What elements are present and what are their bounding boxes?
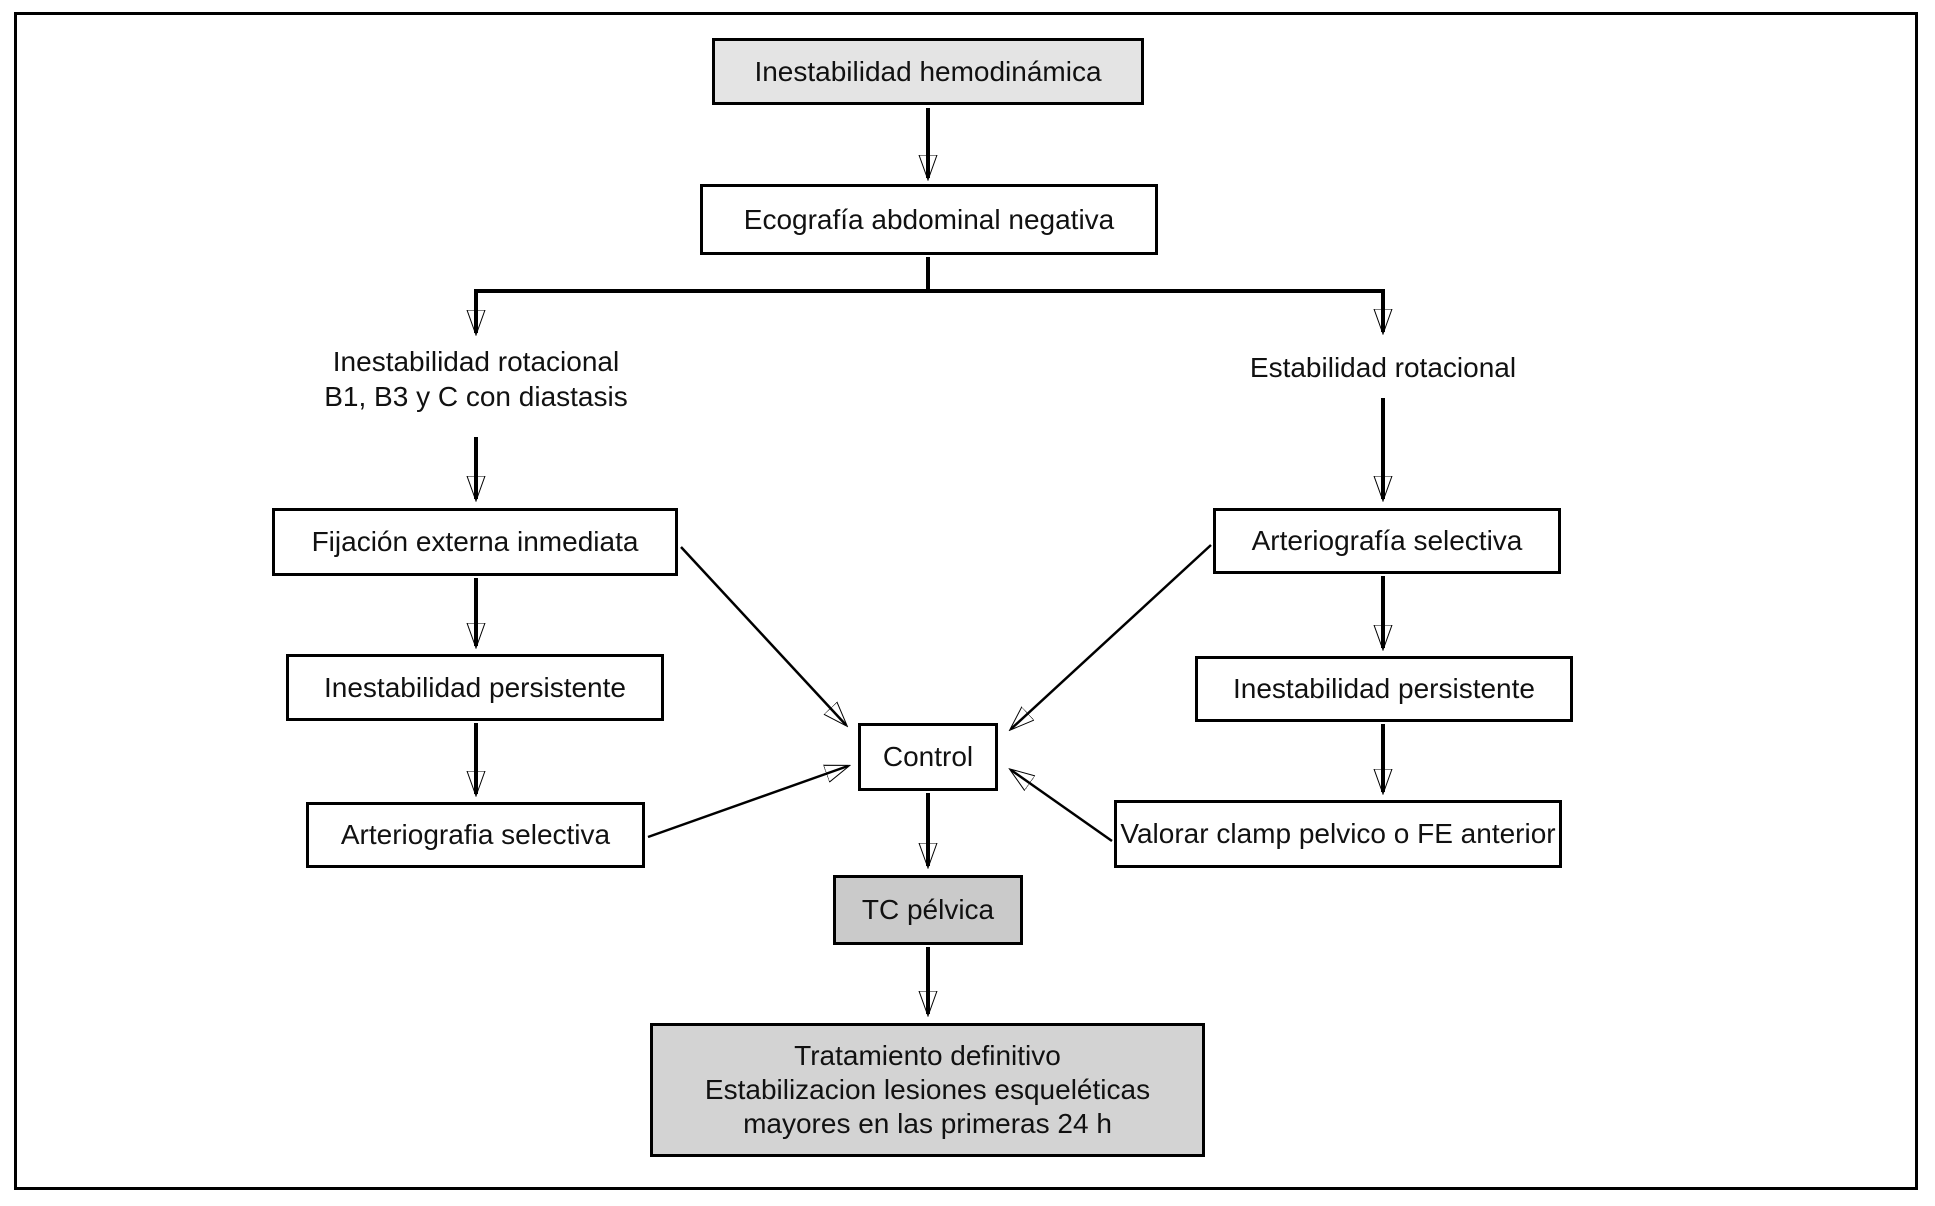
node-label: Inestabilidad persistente xyxy=(324,671,626,703)
node-label: Arteriografia selectiva xyxy=(340,819,611,850)
node-inestabilidad-persistente-izq: Inestabilidad persistente xyxy=(286,654,664,721)
node-label-line-2: Estabilizacion lesiones esqueléticas xyxy=(704,1074,1151,1105)
label-line-1: Inestabilidad rotacional xyxy=(332,346,620,377)
node-label-line-1: Tratamiento definitivo xyxy=(794,1040,1061,1071)
outer-border xyxy=(14,12,1918,1190)
node-label: Valorar clamp pelvico o FE anterior xyxy=(1120,818,1556,849)
label-estabilidad-rotacional: Estabilidad rotacional xyxy=(1133,350,1633,385)
arrow-fijacion-to-control xyxy=(680,546,846,725)
node-fijacion-externa: Fijación externa inmediata xyxy=(272,508,678,576)
node-label: Fijación externa inmediata xyxy=(311,526,639,557)
node-label: Inestabilidad persistente xyxy=(1233,673,1535,704)
node-inestabilidad-hemodinamica: Inestabilidad hemodinámica xyxy=(712,38,1144,105)
node-label: Control xyxy=(882,741,974,772)
node-label: Arteriografía selectiva xyxy=(1251,525,1523,556)
arrow-valorar-to-control xyxy=(1011,770,1113,843)
node-tratamiento-definitivo: Tratamiento definitivo Estabilizacion le… xyxy=(650,1023,1205,1157)
node-ecografia-abdominal: Ecografía abdominal negativa xyxy=(700,184,1158,255)
split-line xyxy=(474,257,1385,293)
label-line-1: Estabilidad rotacional xyxy=(1249,352,1517,383)
node-label: TC pélvica xyxy=(861,894,995,925)
node-label-line-3: mayores en las primeras 24 h xyxy=(743,1108,1112,1139)
node-label: Inestabilidad hemodinámica xyxy=(754,55,1102,87)
node-control: Control xyxy=(858,723,998,791)
node-inestabilidad-persistente-der: Inestabilidad persistente xyxy=(1195,656,1573,722)
arrow-arterioleft-to-control xyxy=(647,766,848,839)
node-label: Ecografía abdominal negativa xyxy=(743,203,1115,235)
arrow-arterioright-to-control xyxy=(1011,544,1212,729)
label-inestabilidad-rotacional: Inestabilidad rotacional B1, B3 y C con … xyxy=(216,344,736,414)
node-tc-pelvica: TC pélvica xyxy=(833,875,1023,945)
label-line-2: B1, B3 y C con diastasis xyxy=(324,381,628,412)
node-arteriografia-selectiva-izq: Arteriografia selectiva xyxy=(306,802,645,868)
node-valorar-clamp: Valorar clamp pelvico o FE anterior xyxy=(1114,800,1562,868)
node-arteriografia-selectiva-der: Arteriografía selectiva xyxy=(1213,508,1561,574)
